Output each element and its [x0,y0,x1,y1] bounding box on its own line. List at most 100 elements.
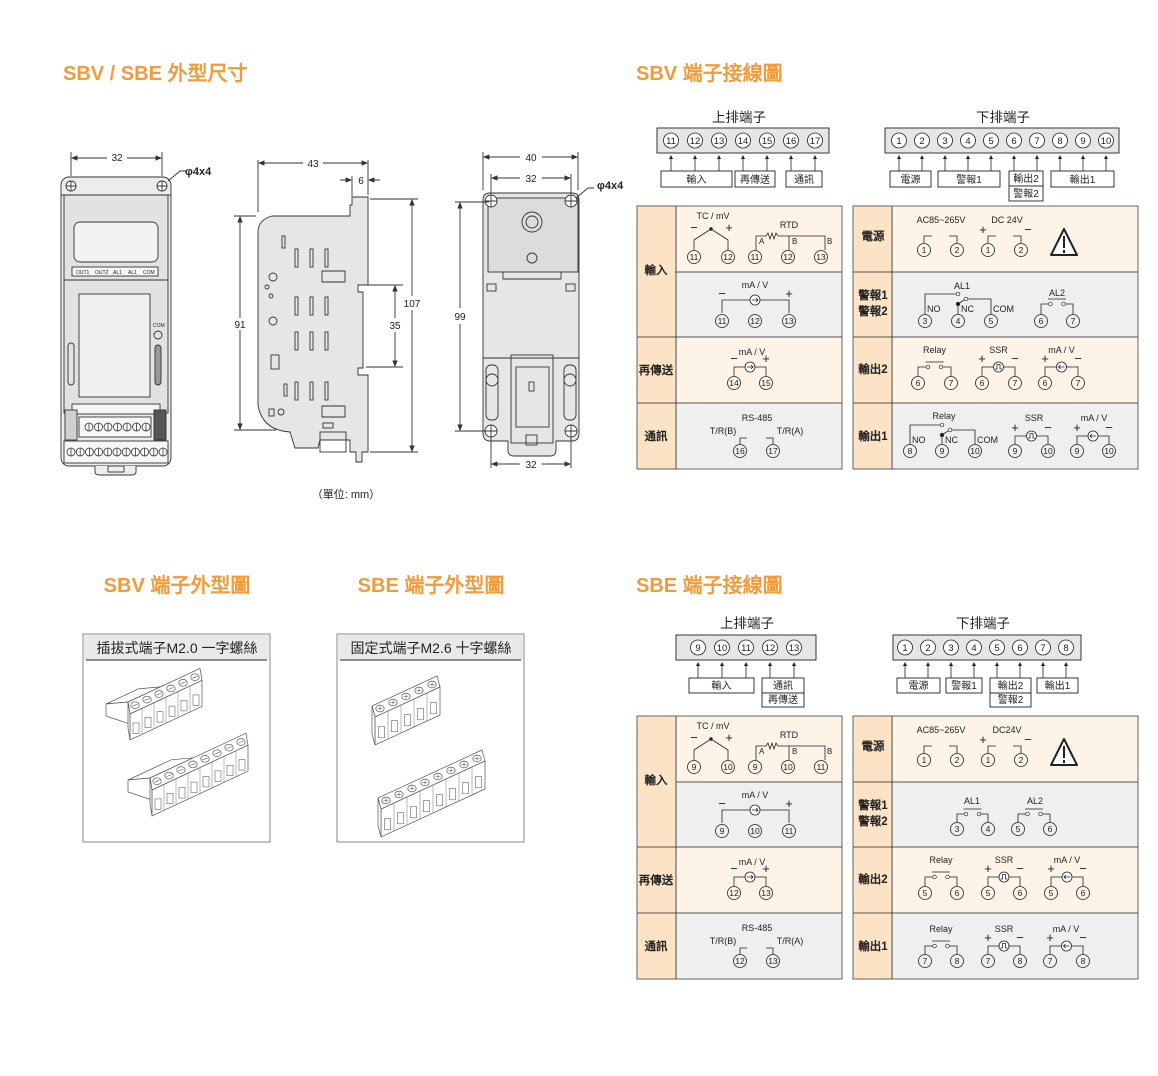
wire-entry [226,764,234,776]
contact-point [976,811,982,817]
terminal-number: 10 [723,762,733,772]
terminal-circle [1011,822,1025,836]
terminal-circle [759,886,773,900]
terminal-number: 13 [714,136,725,147]
terminal-number: 6 [1043,378,1048,388]
terminal-number: 8 [1063,643,1068,654]
rtd-b2: B [827,747,832,756]
terminal-circle [711,132,727,149]
terminal-circle [981,822,995,836]
wire-entry [475,776,482,789]
terminal-number: 8 [1081,956,1086,966]
back-view-circle [485,373,499,387]
arrow-head [1081,155,1085,159]
flat-slot [180,681,186,685]
terminal-number: 2 [955,755,960,765]
cross-slot [474,756,480,761]
side-view-rect [294,296,299,316]
flat-slot [214,751,220,755]
ssr-label: SSR [995,855,1014,865]
terminal-circle [1008,444,1022,458]
ac-label: AC85~265V [917,215,966,225]
row-output2 [892,847,1138,913]
contact-point [938,364,944,370]
label-column [853,716,892,979]
row-label-output2: 輸出2 [858,872,887,886]
terminal-number: 10 [1104,446,1114,456]
back-view-path [457,201,463,432]
relay-label: Relay [932,411,956,421]
wire-entry [168,705,176,717]
flat-slot [156,692,162,696]
terminal-number: 14 [738,136,749,147]
wire-entry [384,818,391,831]
terminal-number: 11 [741,643,751,654]
terminal-circle [950,753,964,767]
terminal-circle [786,639,802,656]
terminal-circle [935,444,949,458]
wire [733,366,745,376]
terminal-number: 2 [1019,755,1024,765]
row-label-output1: 輸出1 [858,429,888,443]
terminal-circle [950,954,964,968]
terminal-circle [687,250,701,264]
terminal-number: 10 [717,643,728,654]
plus-sign: + [1011,420,1019,435]
terminal-number: 7 [1013,378,1018,388]
relay-label: Relay [923,345,947,355]
group-label: 再傳送 [768,693,798,706]
terminal-circle [903,444,917,458]
terminal-circle [759,376,773,390]
minus-sign: − [1044,420,1052,435]
nc-label: NC [945,435,958,445]
tr-b-label: T/R(B) [710,426,737,436]
al2-label: AL2 [1049,288,1065,298]
terminal-number: 15 [761,378,771,388]
arrow-head [768,662,772,666]
back-view-circle [526,252,538,264]
arrow-head [989,155,993,159]
terminal-circle [944,376,958,390]
terminal-number: 7 [1071,316,1076,326]
terminal-number: 6 [1018,888,1023,898]
terminal-number: 7 [1040,643,1045,654]
wire-entry [178,787,186,799]
sbv-terminal-caption: 插拔式端子M2.0 一字螺絲 [96,640,257,656]
terminal-number: 10 [970,446,980,456]
arrow-head [1104,155,1108,159]
wire [760,299,790,313]
terminal-number: 10 [1101,136,1112,147]
terminal-number: 4 [971,643,976,654]
dim-side-depth: 43 [307,159,319,170]
rtd-b2: B [827,237,832,246]
row-label-input: 輸入 [645,263,668,277]
side-view-path [366,284,403,368]
terminal-number: 6 [980,378,985,388]
group-box [785,170,823,188]
back-view-path [575,187,594,199]
back-view-rect [565,283,576,292]
terminal-circle [1041,444,1055,458]
wire [909,424,940,444]
back-view-path [490,175,572,181]
terminal-circle [975,376,989,390]
side-view-path [237,215,243,431]
com-label: COM [977,435,998,445]
front-label-out1: OUT1 [76,270,90,276]
row-label-output1: 輸出1 [858,939,888,953]
cross-slot [461,762,467,767]
plus-sign: + [725,730,733,745]
terminal-circle [1013,886,1027,900]
wire [987,745,996,753]
thermocouple-wire [693,738,729,760]
wire [739,437,747,444]
wire-entry [417,708,424,721]
side-view-rect [309,296,314,316]
arrow-head [741,155,745,159]
sign: + [1041,351,1049,366]
wire [1044,366,1057,376]
terminal-number: 11 [690,252,699,262]
plus-sign: + [785,796,793,811]
terminal-circle [917,243,931,257]
arrow-icon [1063,874,1070,880]
